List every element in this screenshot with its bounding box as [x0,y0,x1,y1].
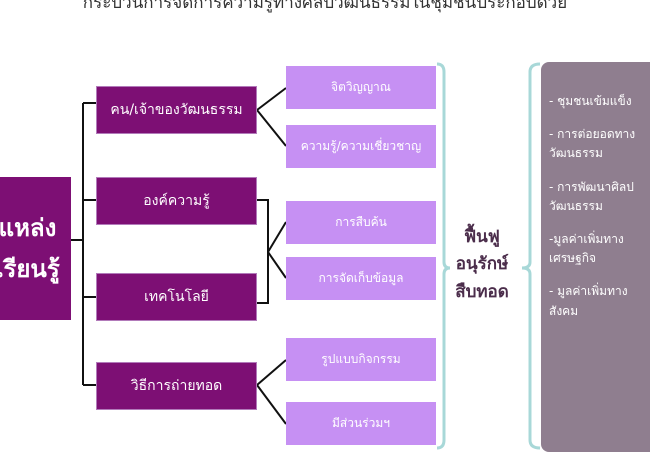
center-line: สืบทอด [455,281,509,302]
detail-node: ความรู้/ความเชี่ยวชาญ [286,125,436,168]
center-line: อนุรักษ์ [455,254,509,275]
detail-node: จิตวิญญาณ [286,66,436,109]
outcome-item: - ชุมชนเข้มแข็ง [549,94,632,108]
detail-node: รูปแบบกิจกรรม [286,338,436,381]
detail-node: การจัดเก็บข้อมูล [286,257,436,300]
center-line: ฟื้นฟู [464,227,500,248]
detail-node: มีส่วนร่วมฯ [286,402,436,445]
category-node: องค์ความรู้ [96,177,257,225]
category-node: เทคโนโลยี [96,273,257,321]
outcome-item: - มูลค่าเพิ่มทางสังคม [549,284,628,318]
center-label: ฟื้นฟู อนุรักษ์ สืบทอด [446,205,518,325]
detail-node: การสืบค้น [286,201,436,244]
category-node: วิธีการถ่ายทอด [96,362,257,410]
root-node-learning-source: แหล่งเรียนรู้ [0,177,71,320]
outcome-item: - การพัฒนาศิลปวัฒนธรรม [549,179,634,213]
outcomes-panel: - ชุมชนเข้มแข็ง - การต่อยอดทางวัฒนธรรม -… [541,62,650,452]
outcome-item: -มูลค่าเพิ่มทางเศรษฐกิจ [549,231,624,266]
outcome-item: - การต่อยอดทางวัฒนธรรม [549,127,636,161]
category-node: คน/เจ้าของวัฒนธรรม [96,86,257,134]
brackets [436,62,541,450]
diagram-title: กระบวนการจัดการความรู้ทางศิลปวัฒนธรรมในช… [82,0,568,13]
